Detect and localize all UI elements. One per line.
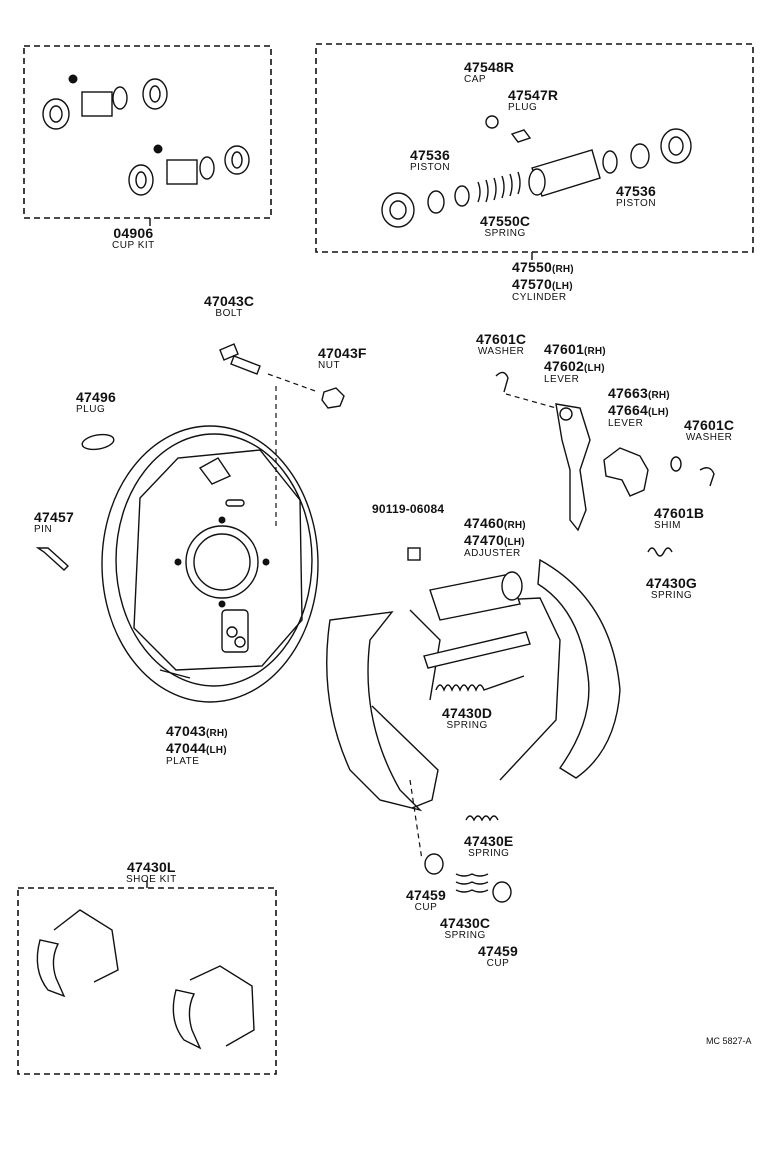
washer-clip-2 [699,467,715,487]
spring-47430g [647,547,673,557]
backing-plate [101,425,319,703]
cup-1 [424,853,444,875]
cup-2 [492,881,512,903]
cylinder-parts [381,115,692,228]
cup-kit-parts [42,74,250,196]
pin [35,547,70,571]
label-90119-06084: 90119-06084 [372,502,445,516]
nut [321,387,345,409]
shim [670,456,682,472]
label-47043: 47043(RH) 47044(LH) PLATE [166,723,228,767]
spring-47430c [455,873,489,893]
brake-shoes [326,558,621,812]
cylinder-box [315,43,754,253]
shoe-kit-parts [36,909,255,1050]
bolt [219,343,239,361]
shoe-kit-box [17,887,277,1075]
wheel-cylinder-installed [429,573,521,621]
diagram-code: MC 5827-A [706,1036,752,1046]
label-47663: 47663(RH) 47664(LH) LEVER [608,385,670,429]
label-47460: 47460(RH) 47470(LH) ADJUSTER [464,515,526,559]
adjuster [423,631,531,669]
washer-clip-1 [495,371,509,393]
label-47601: 47601(RH) 47602(LH) LEVER [544,341,606,385]
label-47550: 47550(RH) 47570(LH) CYLINDER [512,259,574,303]
cup-kit-box [23,45,272,219]
plug [81,433,115,451]
auto-adjust-lever [603,447,649,497]
parking-lever [555,403,591,532]
spring-47430d [435,675,525,692]
spring-47430e [465,815,499,822]
small-nut [407,547,421,561]
